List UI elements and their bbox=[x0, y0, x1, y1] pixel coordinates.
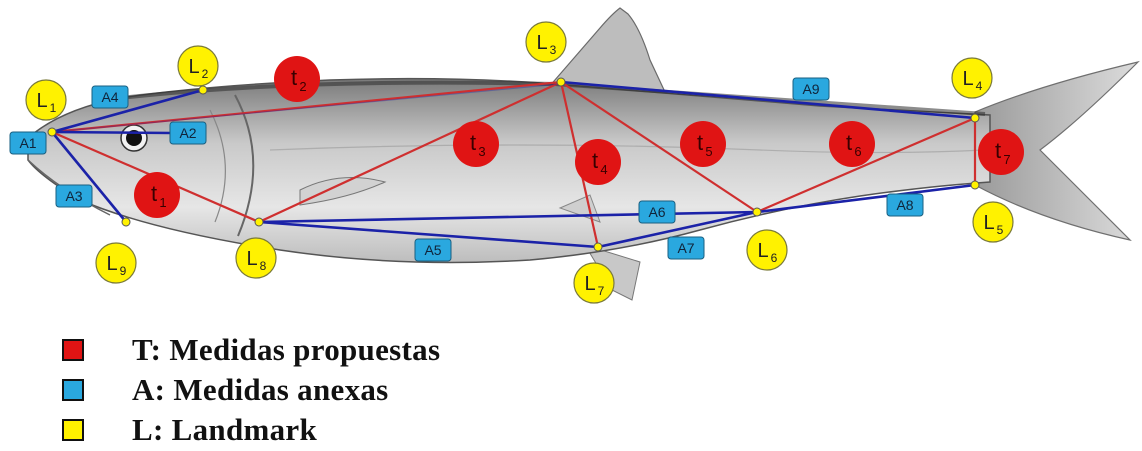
landmark-text-l3: L bbox=[536, 32, 547, 54]
legend-label-proposed: T: Medidas propuestas bbox=[132, 332, 440, 368]
measure-text-t6: t bbox=[846, 130, 852, 155]
annex-text-a2: A2 bbox=[179, 125, 196, 141]
landmark-dot-l8 bbox=[255, 218, 263, 226]
measure-sub-t1: 1 bbox=[159, 195, 166, 210]
blue-line-a2 bbox=[52, 132, 172, 133]
landmark-text-l5: L bbox=[983, 212, 994, 234]
landmark-sub-l3: 3 bbox=[550, 43, 557, 57]
annex-tag-a4: A4 bbox=[92, 86, 128, 108]
measure-sub-t7: 7 bbox=[1003, 152, 1010, 167]
landmark-text-l7: L bbox=[584, 273, 595, 295]
annex-tag-a7: A7 bbox=[668, 237, 704, 259]
annex-text-a7: A7 bbox=[677, 240, 694, 256]
landmark-sub-l8: 8 bbox=[260, 259, 267, 273]
annex-tag-a5: A5 bbox=[415, 239, 451, 261]
annex-text-a8: A8 bbox=[896, 197, 913, 213]
landmark-label-l3: L3 bbox=[526, 22, 566, 62]
annex-tag-a3: A3 bbox=[56, 185, 92, 207]
legend-label-landmark: L: Landmark bbox=[132, 412, 317, 448]
legend-swatch-yellow bbox=[62, 419, 84, 441]
landmark-dot-l4 bbox=[971, 114, 979, 122]
annex-tag-a6: A6 bbox=[639, 201, 675, 223]
landmark-text-l8: L bbox=[246, 248, 257, 270]
annex-text-a1: A1 bbox=[19, 135, 36, 151]
measure-sub-t5: 5 bbox=[705, 144, 712, 159]
landmark-text-l2: L bbox=[188, 56, 199, 78]
landmark-sub-l9: 9 bbox=[120, 264, 127, 278]
measure-text-t4: t bbox=[592, 148, 598, 173]
annex-text-a9: A9 bbox=[802, 81, 819, 97]
landmark-dot-l3 bbox=[557, 78, 565, 86]
measure-sub-t3: 3 bbox=[478, 144, 485, 159]
annex-text-a5: A5 bbox=[424, 242, 441, 258]
measure-marker-t7: t7 bbox=[978, 129, 1024, 175]
annex-text-a6: A6 bbox=[648, 204, 665, 220]
landmark-dot-l1 bbox=[48, 128, 56, 136]
annex-text-a3: A3 bbox=[65, 188, 82, 204]
measure-text-t1: t bbox=[151, 181, 157, 206]
measure-text-t3: t bbox=[470, 130, 476, 155]
landmark-sub-l2: 2 bbox=[202, 67, 209, 81]
legend: T: Medidas propuestas A: Medidas anexas … bbox=[62, 332, 662, 448]
measure-sub-t2: 2 bbox=[299, 79, 306, 94]
landmark-dot-l5 bbox=[971, 181, 979, 189]
landmark-text-l1: L bbox=[36, 90, 47, 112]
annex-tag-a2: A2 bbox=[170, 122, 206, 144]
measure-sub-t4: 4 bbox=[600, 162, 607, 177]
landmark-dot-l7 bbox=[594, 243, 602, 251]
annex-tag-a9: A9 bbox=[793, 78, 829, 100]
landmark-label-l1: L1 bbox=[26, 80, 66, 120]
landmark-dot-l2 bbox=[199, 86, 207, 94]
legend-item-landmark: L: Landmark bbox=[62, 412, 317, 448]
landmark-text-l6: L bbox=[757, 240, 768, 262]
legend-swatch-red bbox=[62, 339, 84, 361]
legend-label-annex: A: Medidas anexas bbox=[132, 372, 389, 408]
landmark-sub-l7: 7 bbox=[598, 284, 605, 298]
measure-text-t5: t bbox=[697, 130, 703, 155]
dorsal-fin bbox=[548, 8, 665, 92]
measure-marker-t6: t6 bbox=[829, 121, 875, 167]
landmark-sub-l1: 1 bbox=[50, 101, 57, 115]
measure-text-t7: t bbox=[995, 138, 1001, 163]
legend-item-proposed: T: Medidas propuestas bbox=[62, 332, 440, 368]
landmark-sub-l5: 5 bbox=[997, 223, 1004, 237]
annex-tag-a1: A1 bbox=[10, 132, 46, 154]
legend-swatch-blue bbox=[62, 379, 84, 401]
annex-text-a4: A4 bbox=[101, 89, 118, 105]
landmark-sub-l6: 6 bbox=[771, 251, 778, 265]
legend-item-annex: A: Medidas anexas bbox=[62, 372, 389, 408]
landmark-text-l9: L bbox=[106, 253, 117, 275]
landmark-dot-l9 bbox=[122, 218, 130, 226]
landmark-dot-l6 bbox=[753, 208, 761, 216]
measure-sub-t6: 6 bbox=[854, 144, 861, 159]
landmark-sub-l4: 4 bbox=[976, 79, 983, 93]
landmark-text-l4: L bbox=[962, 68, 973, 90]
annex-tag-a8: A8 bbox=[887, 194, 923, 216]
measure-text-t2: t bbox=[291, 65, 297, 90]
